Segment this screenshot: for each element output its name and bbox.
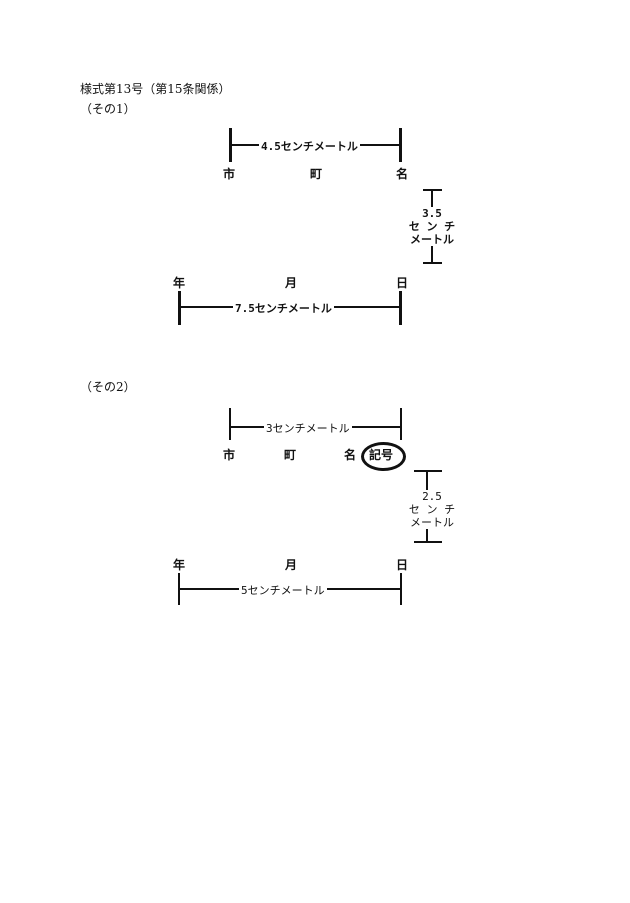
top-dimension-right-tick [400, 408, 402, 440]
height-unit-line1: セ ン チ [408, 220, 456, 233]
day-label: 日 [396, 276, 409, 290]
name-label: 名 [396, 167, 409, 181]
town-label: 町 [310, 167, 323, 181]
mark-label: 記号 [369, 448, 394, 462]
month-label: 月 [285, 558, 298, 572]
top-width-label: 4.5センチメートル [259, 138, 360, 154]
height-value: 3.5 [422, 207, 442, 220]
year-label: 年 [173, 558, 186, 572]
height-unit-line2: メートル [410, 233, 454, 246]
height-label: 2.5 セ ン チ メートル [402, 490, 462, 529]
name-label: 名 [344, 448, 357, 462]
month-label: 月 [285, 276, 298, 290]
bottom-width-label: 5センチメートル [239, 582, 327, 598]
city-label: 市 [223, 167, 236, 181]
section1-label: （その1） [80, 102, 136, 116]
top-dimension-left-tick [229, 408, 231, 440]
bottom-width-label: 7.5センチメートル [233, 300, 334, 316]
form-title: 様式第13号（第15条関係） [80, 82, 231, 96]
height-label: 3.5 セ ン チ メートル [402, 207, 462, 246]
mark-oval [361, 442, 406, 471]
top-width-label: 3センチメートル [264, 420, 352, 436]
bottom-dimension-right-tick [399, 291, 402, 325]
height-unit-line1: セ ン チ [408, 503, 456, 516]
height-unit-line2: メートル [410, 516, 454, 529]
day-label: 日 [396, 558, 409, 572]
section2-label: （その2） [80, 380, 136, 394]
height-dimension-top-tick [414, 470, 442, 472]
height-dimension-bottom-tick [414, 541, 442, 543]
bottom-dimension-left-tick [178, 291, 181, 325]
city-label: 市 [223, 448, 236, 462]
year-label: 年 [173, 276, 186, 290]
town-label: 町 [284, 448, 297, 462]
height-value: 2.5 [422, 490, 442, 503]
